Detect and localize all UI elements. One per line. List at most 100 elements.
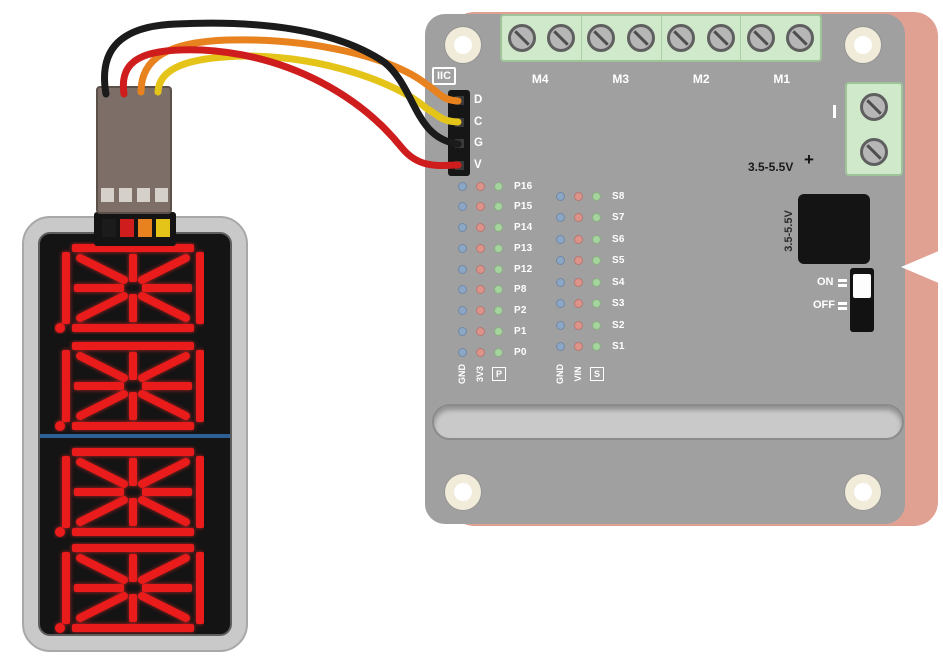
vin-pin — [574, 213, 583, 222]
orange-wire — [137, 36, 462, 105]
power-plus-mark: + — [804, 150, 814, 169]
gnd-pin — [458, 326, 467, 336]
signal-pin — [592, 191, 601, 201]
power-jack — [798, 194, 870, 264]
pin-row: P15 — [458, 201, 532, 213]
pin-label: S2 — [612, 319, 625, 331]
switch-mark — [838, 279, 847, 282]
iic-pin-socket — [454, 117, 464, 127]
pin-row: P16 — [458, 180, 532, 192]
iic-pin-socket — [454, 160, 464, 170]
iic-label: IIC — [432, 67, 457, 85]
display-divider-line — [40, 434, 230, 438]
gnd-pin — [556, 277, 565, 287]
switch-mark — [838, 307, 847, 310]
iic-pin-label: G — [474, 137, 483, 150]
vin-pin — [574, 342, 583, 351]
vin-pin — [574, 277, 583, 287]
terminal-m3 — [582, 16, 662, 60]
power-pin — [476, 223, 485, 232]
screw-icon — [547, 24, 576, 52]
screw-icon — [786, 24, 815, 52]
signal-pin — [494, 243, 503, 253]
pin-row: P13 — [458, 242, 532, 254]
pin-row: S1 — [556, 341, 625, 353]
power-pin — [476, 347, 485, 357]
pin-row: P0 — [458, 346, 532, 358]
pin-row: P14 — [458, 222, 532, 234]
gnd-pin — [458, 306, 467, 315]
signal-pin — [494, 223, 503, 232]
pin-row: S7 — [556, 212, 625, 224]
pin-row: S5 — [556, 255, 625, 267]
pin-label: P14 — [514, 222, 533, 233]
iic-pin-label: D — [474, 94, 483, 107]
signal-pin — [494, 347, 503, 357]
power-pin — [476, 202, 485, 212]
screw-icon — [746, 24, 775, 52]
signal-pin — [592, 256, 601, 265]
signal-pin — [494, 181, 503, 191]
screw-icon — [587, 24, 616, 52]
power-pin — [476, 306, 485, 315]
pin-label: S3 — [612, 298, 625, 309]
iic-pin-socket — [454, 96, 464, 106]
red-wire — [119, 46, 462, 169]
signal-pin — [592, 299, 601, 308]
terminal-m2 — [662, 16, 742, 60]
plug-pin — [155, 188, 168, 202]
jack-voltage-label: 3.5-5.5V — [783, 210, 795, 252]
power-terminal-block — [845, 82, 903, 176]
power-pin — [476, 264, 485, 274]
screw-icon — [860, 92, 888, 121]
pin-label: P0 — [514, 346, 527, 358]
yellow-wire-end — [156, 219, 170, 237]
pin-label: P12 — [514, 263, 533, 275]
pin-row: P2 — [458, 305, 532, 317]
gnd-pin — [458, 223, 467, 232]
pin-row: P8 — [458, 284, 532, 296]
gnd-pin — [556, 320, 565, 330]
board-edge-notch — [901, 250, 941, 284]
vin-pin — [574, 234, 583, 244]
signal-pin — [494, 285, 503, 295]
black-wire-end — [102, 219, 116, 237]
gnd-pin — [458, 202, 467, 212]
red-wire-end — [120, 219, 134, 237]
iic-pin-socket — [454, 139, 464, 149]
mounting-hole — [845, 474, 881, 510]
pin-label: S8 — [612, 190, 625, 202]
gnd-pin — [458, 181, 467, 191]
switch-mark — [838, 284, 847, 287]
mounting-hole — [445, 27, 481, 63]
gnd-pin — [458, 264, 467, 274]
gnd-pin — [458, 285, 467, 295]
pin-label: S4 — [612, 276, 625, 288]
pin-label: S6 — [612, 233, 625, 245]
yellow-wire — [154, 52, 462, 126]
signal-pin — [592, 213, 601, 222]
switch-mark — [838, 302, 847, 305]
terminal-m1 — [741, 16, 820, 60]
plug-pin — [101, 188, 114, 202]
pin-label: S5 — [612, 255, 625, 266]
motor-label: M3 — [612, 72, 630, 86]
vin-pin — [574, 191, 583, 201]
screw-icon — [667, 24, 696, 52]
iic-pin-header — [448, 90, 470, 176]
s-column-label: S — [590, 367, 604, 381]
pin-label: S7 — [612, 212, 625, 223]
signal-pin — [494, 306, 503, 315]
orange-wire-end — [138, 219, 152, 237]
p-column-label: P — [492, 367, 506, 381]
p-pin-grid: P16 P15 P14 P13 — [458, 180, 532, 367]
pin-label: P2 — [514, 305, 527, 316]
gnd-pin — [556, 342, 565, 351]
gnd-column-label: GND — [555, 364, 565, 384]
signal-pin — [592, 277, 601, 287]
signal-pin — [494, 264, 503, 274]
gnd-pin — [556, 234, 565, 244]
gnd-pin — [556, 256, 565, 265]
